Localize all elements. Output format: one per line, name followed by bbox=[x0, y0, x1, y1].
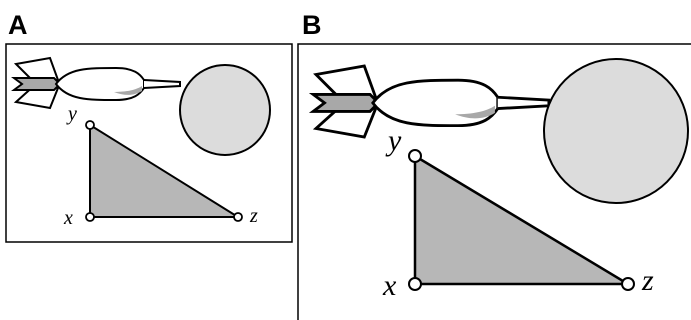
dart-icon bbox=[311, 64, 551, 139]
vertex-marker-icon bbox=[408, 277, 422, 291]
right-triangle bbox=[89, 123, 242, 218]
vertex-marker-icon bbox=[408, 149, 422, 163]
vertex-label-y: y bbox=[66, 103, 77, 125]
panel-b-letter: B bbox=[302, 10, 322, 40]
panel-b-frame bbox=[297, 43, 691, 320]
vertex-label-x: x bbox=[382, 269, 397, 302]
panel-a-frame bbox=[5, 43, 293, 243]
vertex-marker-icon bbox=[85, 212, 95, 222]
vertex-label-y: y bbox=[385, 124, 402, 157]
dart-icon bbox=[13, 57, 181, 109]
panel-a-letter: A bbox=[8, 10, 28, 40]
vertex-marker-icon bbox=[233, 212, 243, 222]
circle-target-icon bbox=[179, 64, 271, 156]
right-triangle bbox=[413, 153, 633, 286]
panel-a: y x z bbox=[5, 43, 293, 243]
vertex-label-z: z bbox=[249, 205, 258, 227]
panel-b: y x z bbox=[297, 43, 691, 320]
vertex-label-x: x bbox=[63, 207, 73, 229]
vertex-label-z: z bbox=[641, 264, 654, 297]
circle-target-icon bbox=[543, 58, 689, 204]
vertex-marker-icon bbox=[621, 277, 635, 291]
vertex-marker-icon bbox=[85, 120, 95, 130]
